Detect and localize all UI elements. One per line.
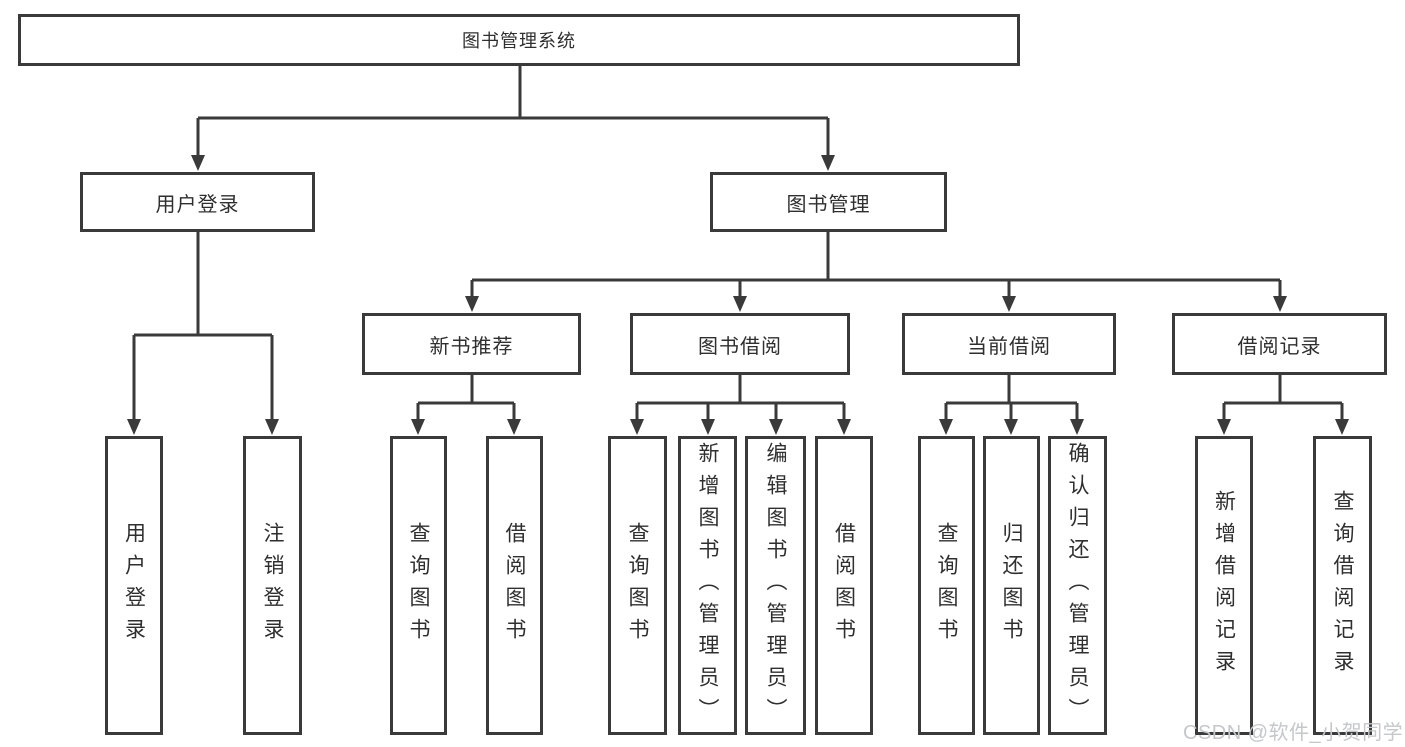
leaf-query-books-current: 查询图书 [918,436,975,735]
node-borrow-record: 借阅记录 [1172,313,1387,375]
leaf-query-books-recommend: 查询图书 [390,436,447,735]
leaf-add-books-admin-label: 新增图书（管理员） [696,441,719,730]
node-book-management-label: 图书管理 [786,193,871,216]
csdn-watermark: CSDN @软件_小贺同学 [1183,722,1404,744]
node-user-login-branch: 用户登录 [80,172,315,232]
node-book-borrow: 图书借阅 [630,313,850,375]
leaf-borrow-books: 借阅图书 [815,436,873,735]
node-new-book-recommend-label: 新书推荐 [429,335,514,358]
node-current-borrow: 当前借阅 [902,313,1116,375]
leaf-query-books-current-label: 查询图书 [935,521,958,650]
node-borrow-record-label: 借阅记录 [1237,335,1322,358]
leaf-user-login: 用户登录 [105,436,163,735]
node-current-borrow-label: 当前借阅 [967,335,1051,358]
leaf-edit-books-admin-label: 编辑图书（管理员） [764,441,787,730]
leaf-add-borrow-record-label: 新增借阅记录 [1212,489,1236,682]
leaf-borrow-books-recommend: 借阅图书 [486,436,543,735]
leaf-query-books-borrow-label: 查询图书 [626,521,649,650]
leaf-add-books-admin: 新增图书（管理员） [678,436,737,735]
leaf-confirm-return-admin-label: 确认归还（管理员） [1066,441,1089,730]
leaf-logout-label: 注销登录 [261,521,284,650]
leaf-query-books-recommend-label: 查询图书 [407,521,430,650]
leaf-logout: 注销登录 [243,436,302,735]
leaf-query-books-borrow: 查询图书 [608,436,667,735]
node-root-label: 图书管理系统 [462,31,576,51]
node-new-book-recommend: 新书推荐 [362,313,581,375]
leaf-borrow-books-label: 借阅图书 [832,521,856,650]
leaf-query-borrow-record: 查询借阅记录 [1313,436,1372,735]
node-root-system: 图书管理系统 [18,14,1020,66]
leaf-return-books: 归还图书 [983,436,1040,735]
leaf-query-borrow-record-label: 查询借阅记录 [1331,489,1354,682]
node-book-management-branch: 图书管理 [710,172,947,232]
leaf-add-borrow-record: 新增借阅记录 [1195,436,1253,735]
leaf-borrow-books-recommend-label: 借阅图书 [503,521,526,650]
node-user-login-label: 用户登录 [155,193,240,216]
leaf-return-books-label: 归还图书 [1000,521,1023,650]
node-book-borrow-label: 图书借阅 [698,335,782,358]
leaf-user-login-label: 用户登录 [122,521,146,650]
leaf-edit-books-admin: 编辑图书（管理员） [745,436,806,735]
leaf-confirm-return-admin: 确认归还（管理员） [1048,436,1107,735]
